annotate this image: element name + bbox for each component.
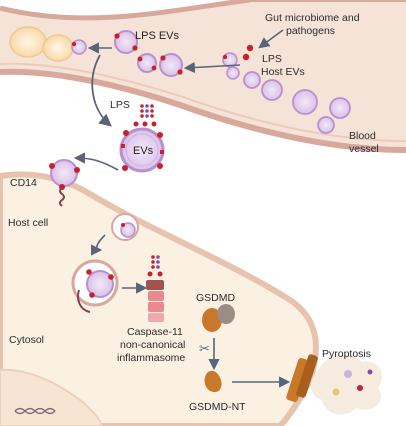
lps-ev [114,30,138,54]
gsdmd-nt-fragment [204,370,222,393]
label-blood-vessel-2: vessel [349,143,379,155]
gsdmd-protein [202,304,235,332]
label-host-evs: Host EVs [261,66,305,78]
early-endosome [71,259,119,313]
label-lps-top: LPS [262,53,282,65]
arrow-lps-to-ev [183,61,241,74]
cd14-bound-ev [49,159,80,207]
blood-cell [42,34,74,62]
arrow-endocytosis [91,234,106,256]
label-evs: EVs [133,145,154,157]
dna-strand [14,407,56,415]
label-blood-vessel-1: Blood [349,130,376,142]
label-cytosol: Cytosol [9,334,44,346]
label-lps-mid: LPS [110,99,130,111]
host-ev [261,79,283,101]
gsdmd-pore [286,354,318,402]
label-gsdmd-nt: GSDMD-NT [189,401,246,413]
host-ev [292,89,318,115]
lps-ev [222,52,238,68]
host-ev [243,71,261,89]
lps-ev [159,53,183,77]
label-cd14: CD14 [10,177,37,189]
arrow-pathogen-to-lps [258,29,284,49]
host-ev [317,116,335,134]
lps-ev [71,39,87,55]
lps-ev [137,53,157,73]
pyroptosis-burst [310,354,383,415]
label-gut-microbiome-2: pathogens [286,25,335,37]
label-caspase-2: non-canonical [120,339,185,351]
caspase-11-inflammasome [146,255,164,322]
host-ev [329,97,351,119]
arrow-to-circulating-ev [91,54,112,127]
lps-chain [133,104,157,127]
blood-cell [9,26,47,58]
lps-particle [246,44,254,52]
label-gut-microbiome-1: Gut microbiome and [265,12,360,24]
lps-ev [226,66,240,80]
label-host-cell: Host cell [8,217,48,229]
label-gsdmd: GSDMD [196,292,236,304]
label-caspase-3: inflammasome [117,352,185,364]
label-caspase-1: Caspase-11 [127,326,183,338]
arrow-ev-to-cd14 [73,152,119,171]
lps-particle [242,53,250,61]
vessel-wall-lower [0,68,406,153]
label-pyroptosis: Pyroptosis [322,348,371,360]
ev-with-lps [119,127,165,173]
label-lps-evs: LPS EVs [135,30,180,42]
vessel-wall-outer [0,0,251,21]
endosome [111,213,139,241]
vessel-wall-lower-inner [0,62,406,142]
scissors-icon: ✂ [199,342,210,357]
